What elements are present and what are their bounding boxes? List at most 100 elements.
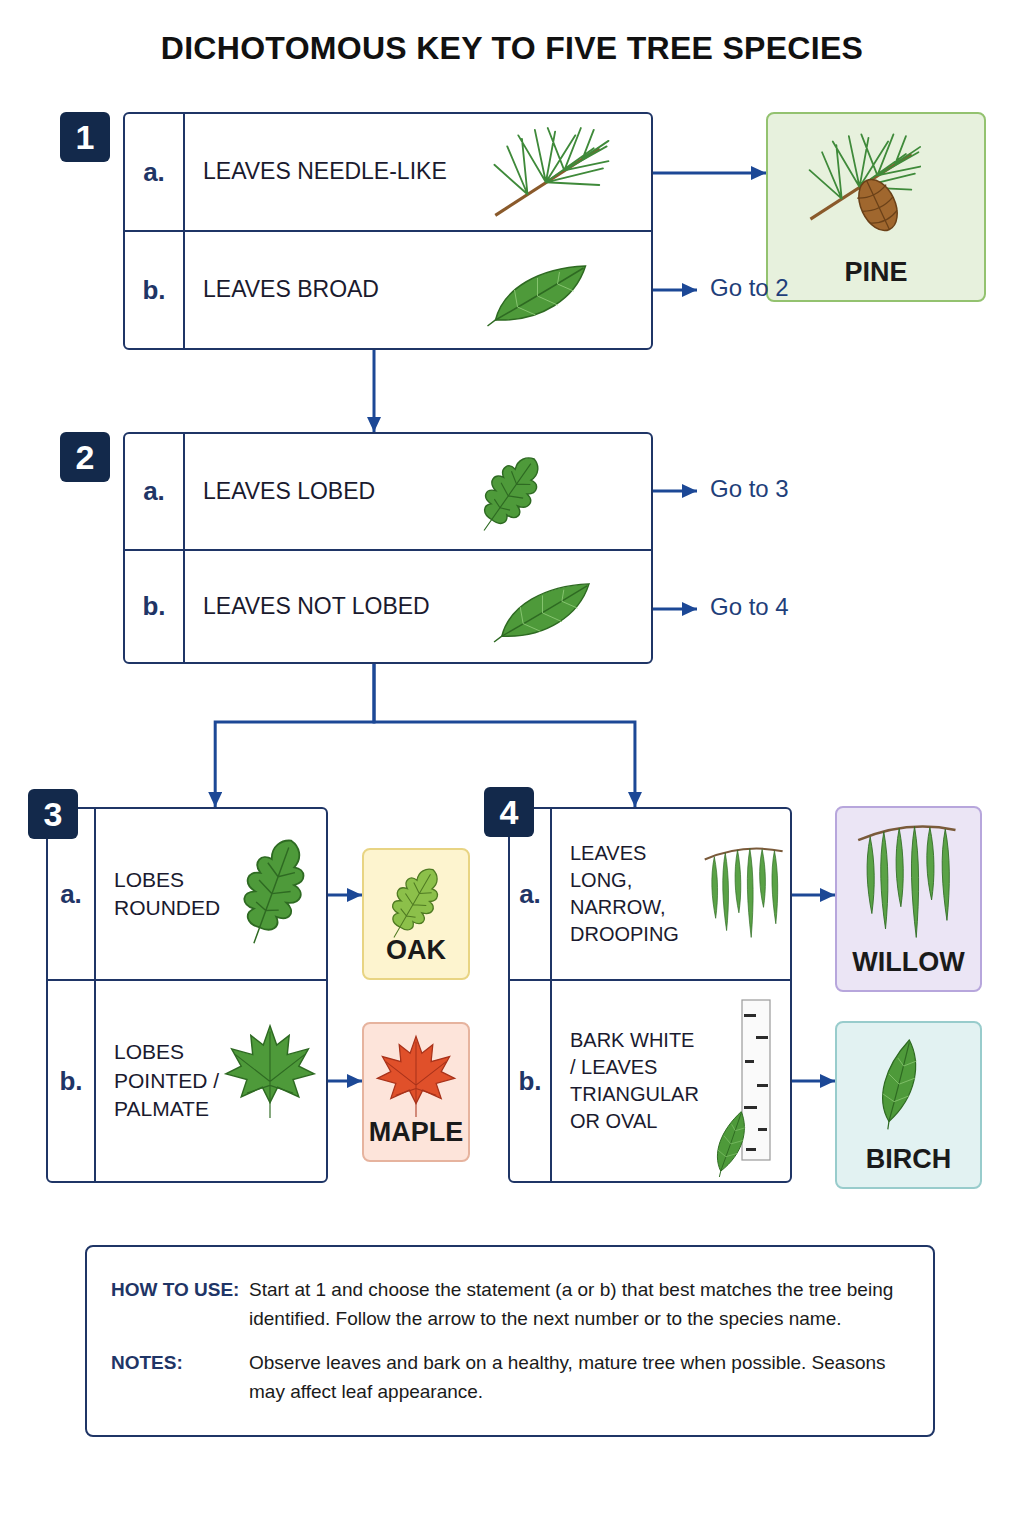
species-name: WILLOW — [852, 947, 964, 978]
row-letter: a. — [143, 157, 165, 188]
row-statement: LOBES POINTED / PALMATE — [114, 1038, 228, 1123]
key-row: b. LOBES POINTED / PALMATE — [48, 981, 326, 1181]
row-statement-cell: LEAVES NOT LOBED — [185, 591, 503, 622]
row-letter: b. — [142, 275, 165, 306]
key-row: a. LEAVES LONG, NARROW, DROOPING — [510, 809, 790, 981]
info-heading: NOTES: — [111, 1349, 249, 1406]
oak-icon — [377, 860, 451, 948]
row-statement: LEAVES LONG, NARROW, DROOPING — [570, 840, 704, 948]
row-statement-cell: LOBES ROUNDED — [96, 866, 228, 923]
species-name: MAPLE — [369, 1117, 464, 1148]
connector-arrow — [651, 172, 766, 175]
row-statement-cell: LEAVES NEEDLE-LIKE — [185, 156, 503, 187]
couplet-box: 2a.LEAVES LOBEDb.LEAVES NOT LOBED — [123, 432, 653, 664]
goto-label-wrap: Go to 2 — [710, 274, 789, 302]
connector-arrow — [790, 1080, 835, 1083]
row-statement: LEAVES BROAD — [203, 274, 503, 305]
species-name: BIRCH — [866, 1144, 952, 1175]
connector-arrow — [790, 894, 835, 897]
maple-icon — [377, 1036, 454, 1117]
key-row: a. LEAVES LOBED — [125, 434, 651, 551]
row-letter: b. — [518, 1066, 541, 1097]
connector-arrow — [326, 1080, 362, 1083]
key-row: a. LOBES ROUNDED — [48, 809, 326, 981]
pine-cone — [851, 173, 905, 236]
maple-leaf — [226, 1026, 314, 1118]
species-box: WILLOW — [835, 806, 982, 992]
goto-label-wrap: Go to 4 — [710, 593, 789, 621]
row-statement: LEAVES NEEDLE-LIKE — [203, 156, 503, 187]
row-letter-cell: b. — [48, 981, 96, 1181]
row-statement-cell: LOBES POINTED / PALMATE — [96, 1038, 228, 1123]
unlobed-leaf — [494, 584, 589, 642]
oak-leaf — [228, 831, 318, 953]
couplet-box: 3a.LOBES ROUNDEDb.LOBES POINTED / PALMAT… — [46, 807, 328, 1183]
broad-leaf — [488, 266, 586, 326]
connector-arrow — [326, 894, 362, 897]
key-row: b. LEAVES NOT LOBED — [125, 551, 651, 662]
row-letter: a. — [519, 879, 541, 910]
couplet-badge: 4 — [484, 787, 534, 837]
key-row: a. LEAVES NEEDLE-LIKE — [125, 114, 651, 232]
row-statement-cell: LEAVES BROAD — [185, 274, 503, 305]
couplet-badge: 1 — [60, 112, 110, 162]
info-body: Start at 1 and choose the statement (a o… — [249, 1276, 909, 1333]
species-name: PINE — [844, 257, 907, 288]
callout-number: 3 — [44, 795, 63, 834]
willow-icon — [858, 827, 955, 938]
key-row: b. BARK WHITE / LEAVES TRIANGULAR OR OVAL — [510, 981, 790, 1181]
lobed-leaf — [466, 446, 552, 543]
callout-number: 4 — [500, 793, 519, 832]
couplet-badge: 3 — [28, 789, 78, 839]
row-statement: LEAVES LOBED — [203, 476, 503, 507]
species-box: MAPLE — [362, 1022, 470, 1162]
connector-arrow — [374, 664, 635, 807]
row-letter-cell: a. — [125, 114, 185, 230]
birch-bark — [742, 1000, 770, 1160]
title-wrap: DICHOTOMOUS KEY TO FIVE TREE SPECIES — [0, 30, 1024, 67]
row-statement: BARK WHITE / LEAVES TRIANGULAR OR OVAL — [570, 1027, 704, 1135]
goto-label: Go to 2 — [710, 274, 789, 301]
species-box: BIRCH — [835, 1021, 982, 1189]
birch-leaf — [696, 1112, 764, 1177]
instructions-box: HOW TO USE:Start at 1 and choose the sta… — [85, 1245, 935, 1437]
birch-icon — [854, 1040, 943, 1129]
connector-arrow — [215, 664, 374, 807]
species-box: PINE — [766, 112, 986, 302]
row-letter: b. — [59, 1066, 82, 1097]
row-letter: a. — [143, 476, 165, 507]
row-statement-cell: LEAVES LOBED — [185, 476, 503, 507]
couplet-box: 4a.LEAVES LONG, NARROW, DROOPINGb.BARK W… — [508, 807, 792, 1183]
couplet-box: 1a.LEAVES NEEDLE-LIKEb.LEAVES BROAD — [123, 112, 653, 350]
row-letter: b. — [142, 591, 165, 622]
row-letter-cell: a. — [48, 809, 96, 979]
key-row: b. LEAVES BROAD — [125, 232, 651, 348]
goto-arrows — [653, 290, 697, 609]
row-statement: LOBES ROUNDED — [114, 866, 228, 923]
goto-label-wrap: Go to 3 — [710, 475, 789, 503]
callout-number: 1 — [76, 118, 95, 157]
row-statement: LEAVES NOT LOBED — [203, 591, 503, 622]
row-letter-cell: b. — [125, 232, 185, 348]
couplet-badge: 2 — [60, 432, 110, 482]
row-letter-cell: a. — [125, 434, 185, 549]
row-statement-cell: BARK WHITE / LEAVES TRIANGULAR OR OVAL — [552, 1027, 704, 1135]
connector-arrow — [373, 350, 376, 432]
callout-number: 2 — [76, 438, 95, 477]
row-letter-cell: a. — [510, 809, 552, 979]
goto-label: Go to 4 — [710, 593, 789, 620]
pine-needles — [494, 128, 608, 215]
info-body: Observe leaves and bark on a healthy, ma… — [249, 1349, 909, 1406]
row-letter-cell: b. — [125, 551, 185, 662]
title-text: DICHOTOMOUS KEY TO FIVE TREE SPECIES — [161, 30, 864, 66]
row-letter: a. — [60, 879, 82, 910]
row-statement-cell: LEAVES LONG, NARROW, DROOPING — [552, 840, 704, 948]
willow-branch — [705, 849, 783, 938]
goto-label: Go to 3 — [710, 475, 789, 502]
species-box: OAK — [362, 848, 470, 980]
pine-sprig — [810, 134, 921, 219]
species-name: OAK — [386, 935, 446, 966]
info-heading: HOW TO USE: — [111, 1276, 249, 1333]
row-letter-cell: b. — [510, 981, 552, 1181]
